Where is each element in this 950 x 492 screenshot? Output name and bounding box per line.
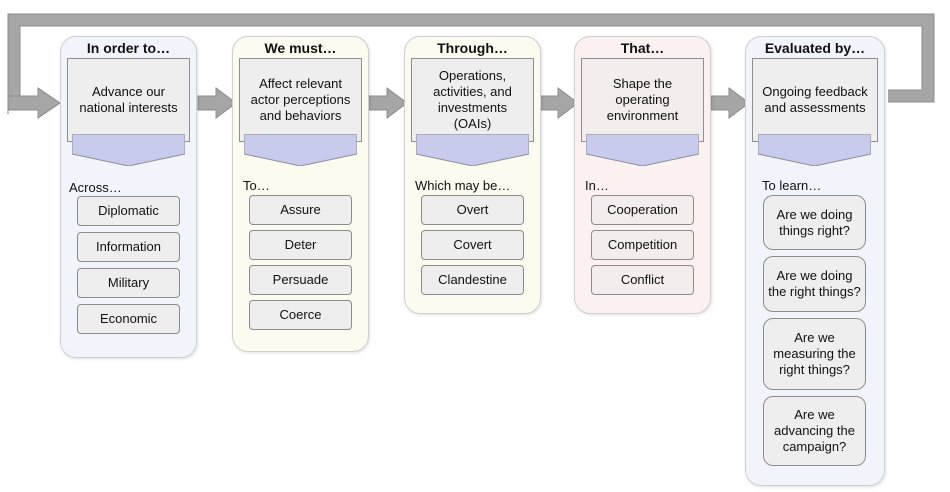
column-main-box: Operations, activities, and investments … (411, 58, 534, 142)
column-title: Evaluated by… (764, 40, 866, 56)
list-item: Clandestine (421, 265, 524, 295)
list-item: Overt (421, 195, 524, 225)
list-item: Conflict (591, 265, 694, 295)
list-item: Coerce (249, 300, 352, 330)
list-item: Competition (591, 230, 694, 260)
arrow-col4-col5 (710, 87, 750, 119)
list-item: Diplomatic (77, 196, 180, 226)
column-title: We must… (264, 40, 337, 56)
column-means: Through… Operations, activities, and inv… (404, 36, 541, 314)
list-item: Are we advancing the campaign? (763, 396, 866, 466)
column-sub-label: Which may be… (415, 178, 511, 193)
list-item: Persuade (249, 265, 352, 295)
column-effects: That… Shape the operating environment In… (574, 36, 711, 314)
arrow-into-col1 (7, 87, 61, 119)
chevron-down-shape (758, 134, 871, 166)
list-item: Covert (421, 230, 524, 260)
column-main-box: Advance our national interests (67, 58, 190, 142)
list-item: Assure (249, 195, 352, 225)
column-assessment: Evaluated by… Ongoing feedback and asses… (745, 36, 885, 486)
list-item: Deter (249, 230, 352, 260)
column-sub-label: To learn… (762, 178, 822, 193)
column-main-box: Shape the operating environment (581, 58, 704, 142)
column-sub-label: To… (243, 178, 270, 193)
chevron-down-shape (586, 134, 699, 166)
column-sub-label: Across… (69, 180, 122, 195)
column-main-box: Affect relevant actor perceptions and be… (239, 58, 362, 142)
column-ends: In order to… Advance our national intere… (60, 36, 197, 358)
column-ways: We must… Affect relevant actor perceptio… (232, 36, 369, 352)
list-item: Information (77, 232, 180, 262)
list-item: Are we measuring the right things? (763, 318, 866, 390)
arrow-col1-col2 (197, 87, 237, 119)
column-title: Through… (437, 40, 508, 56)
column-sub-label: In… (585, 178, 609, 193)
column-title: That… (620, 40, 665, 56)
chevron-down-shape (416, 134, 529, 166)
list-item: Economic (77, 304, 180, 334)
column-title: In order to… (86, 40, 171, 56)
arrow-col2-col3 (368, 87, 408, 119)
chevron-down-shape (72, 134, 185, 166)
column-main-box: Ongoing feedback and assessments (752, 58, 878, 142)
loop-band-outline (7, 13, 935, 114)
loop-band (8, 14, 934, 108)
arrow-col3-col4 (539, 87, 579, 119)
list-item: Are we doing things right? (763, 195, 866, 250)
list-item: Military (77, 268, 180, 298)
list-item: Are we doing the right things? (763, 256, 866, 312)
chevron-down-shape (244, 134, 357, 166)
list-item: Cooperation (591, 195, 694, 225)
